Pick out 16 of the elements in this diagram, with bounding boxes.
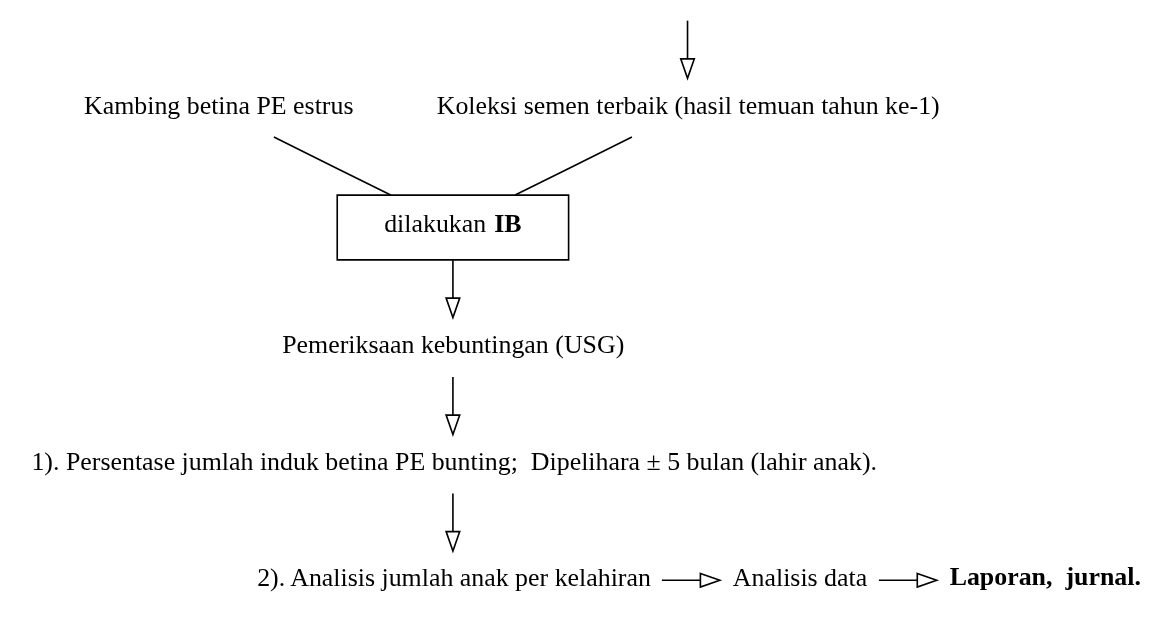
node-text: Koleksi semen terbaik (hasil temuan tahun ke-1) bbox=[436, 90, 940, 120]
node-text: Kambing betina PE estrus bbox=[83, 90, 353, 120]
arrow bbox=[877, 572, 939, 589]
node-text: Laporan, jurnal. bbox=[949, 561, 1141, 591]
connector bbox=[513, 136, 633, 196]
node-box: dilakukan IB bbox=[335, 194, 569, 261]
node-text: Analisis data bbox=[732, 563, 867, 593]
connector bbox=[272, 136, 391, 196]
arrow bbox=[660, 572, 722, 589]
node-text: 1). Persentase jumlah induk betina PE bunting; Dipelihara ± 5 bulan (lahir anak). bbox=[30, 446, 877, 476]
node-text: 2). Analisis jumlah anak per kelahiran bbox=[256, 563, 651, 593]
arrow bbox=[444, 259, 461, 320]
arrow bbox=[444, 492, 461, 554]
node-text: Pemeriksaan kebuntingan (USG) bbox=[281, 330, 624, 360]
arrow bbox=[679, 19, 695, 81]
arrow bbox=[444, 376, 461, 437]
